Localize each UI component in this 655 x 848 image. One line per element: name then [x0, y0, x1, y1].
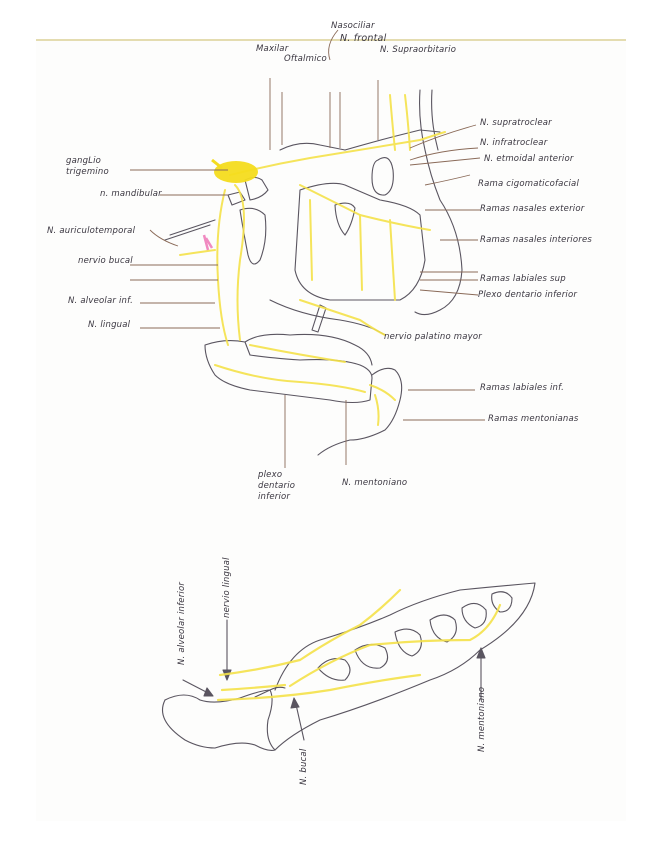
label-plexo-dentario-inferior-right: Plexo dentario inferior: [478, 290, 578, 300]
lower-figure-nerves: [216, 588, 502, 702]
label-nervio-bucal: nervio bucal: [78, 256, 133, 266]
label-n-alveolar-inf: N. alveolar inf.: [68, 296, 134, 306]
label-n-supraorbitario: N. Supraorbitario: [380, 45, 457, 55]
upper-figure-nerves: [179, 94, 446, 426]
label-plexo-dentario-inferior-bottom: plexo dentario inferior: [258, 470, 296, 502]
label-n-alveolar-inferior: N. alveolar inferior: [177, 581, 187, 665]
label-rama-cigomaticofacial: Rama cigomaticofacial: [478, 179, 579, 189]
label-maxilar: Maxilar: [256, 44, 289, 54]
label-nasociliar: Nasociliar: [331, 21, 375, 31]
label-n-etmoidal-anterior: N. etmoidal anterior: [484, 154, 574, 164]
label-n-auriculotemporal: N. auriculotemporal: [47, 226, 136, 236]
label-ramas-nasales-exterior: Ramas nasales exterior: [480, 204, 585, 214]
label-n-bucal: N. bucal: [299, 748, 309, 785]
label-ganglio-trigemino: gangLio trigemino: [66, 156, 109, 177]
label-ramas-mentonianas: Ramas mentonianas: [488, 414, 579, 424]
trigeminal-ganglion: [214, 161, 258, 183]
label-n-supratroclear: N. supratroclear: [480, 118, 552, 128]
label-n-mentoniano-upper: N. mentoniano: [342, 478, 408, 488]
label-nervio-lingual: nervio lingual: [222, 557, 232, 618]
label-oftalmico: Oftalmico: [284, 54, 327, 64]
label-ramas-labiales-inf: Ramas labiales inf.: [480, 383, 565, 393]
label-n-mandibular: n. mandibular: [100, 189, 162, 199]
label-n-mentoniano-lower: N. mentoniano: [477, 686, 487, 752]
label-ramas-nasales-interiores: Ramas nasales interiores: [480, 235, 593, 245]
label-nervio-palatino-mayor: nervio palatino mayor: [384, 332, 482, 342]
label-ramas-labiales-sup: Ramas labiales sup: [480, 274, 566, 284]
label-n-lingual: N. lingual: [88, 320, 131, 330]
upper-figure-outline: [164, 89, 463, 456]
label-n-frontal: N. frontal: [340, 33, 387, 44]
leader-lines: [130, 29, 485, 468]
label-n-infratroclear: N. infratroclear: [480, 138, 548, 148]
